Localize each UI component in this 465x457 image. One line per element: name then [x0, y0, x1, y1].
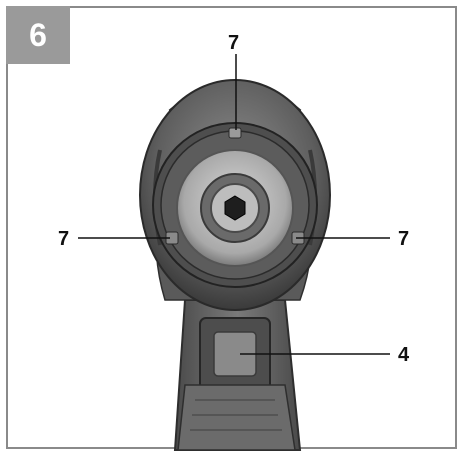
- callout-4-handle: 4: [398, 344, 410, 366]
- figure-number-badge: 6: [6, 6, 70, 64]
- callout-7-top: 7: [228, 32, 240, 54]
- leader-lines: [78, 54, 390, 355]
- callout-7-right: 7: [398, 228, 410, 250]
- chuck-collar: [176, 149, 294, 267]
- callout-7-left: 7: [58, 228, 70, 250]
- drill-handle: [173, 299, 302, 451]
- figure-number: 6: [29, 16, 47, 53]
